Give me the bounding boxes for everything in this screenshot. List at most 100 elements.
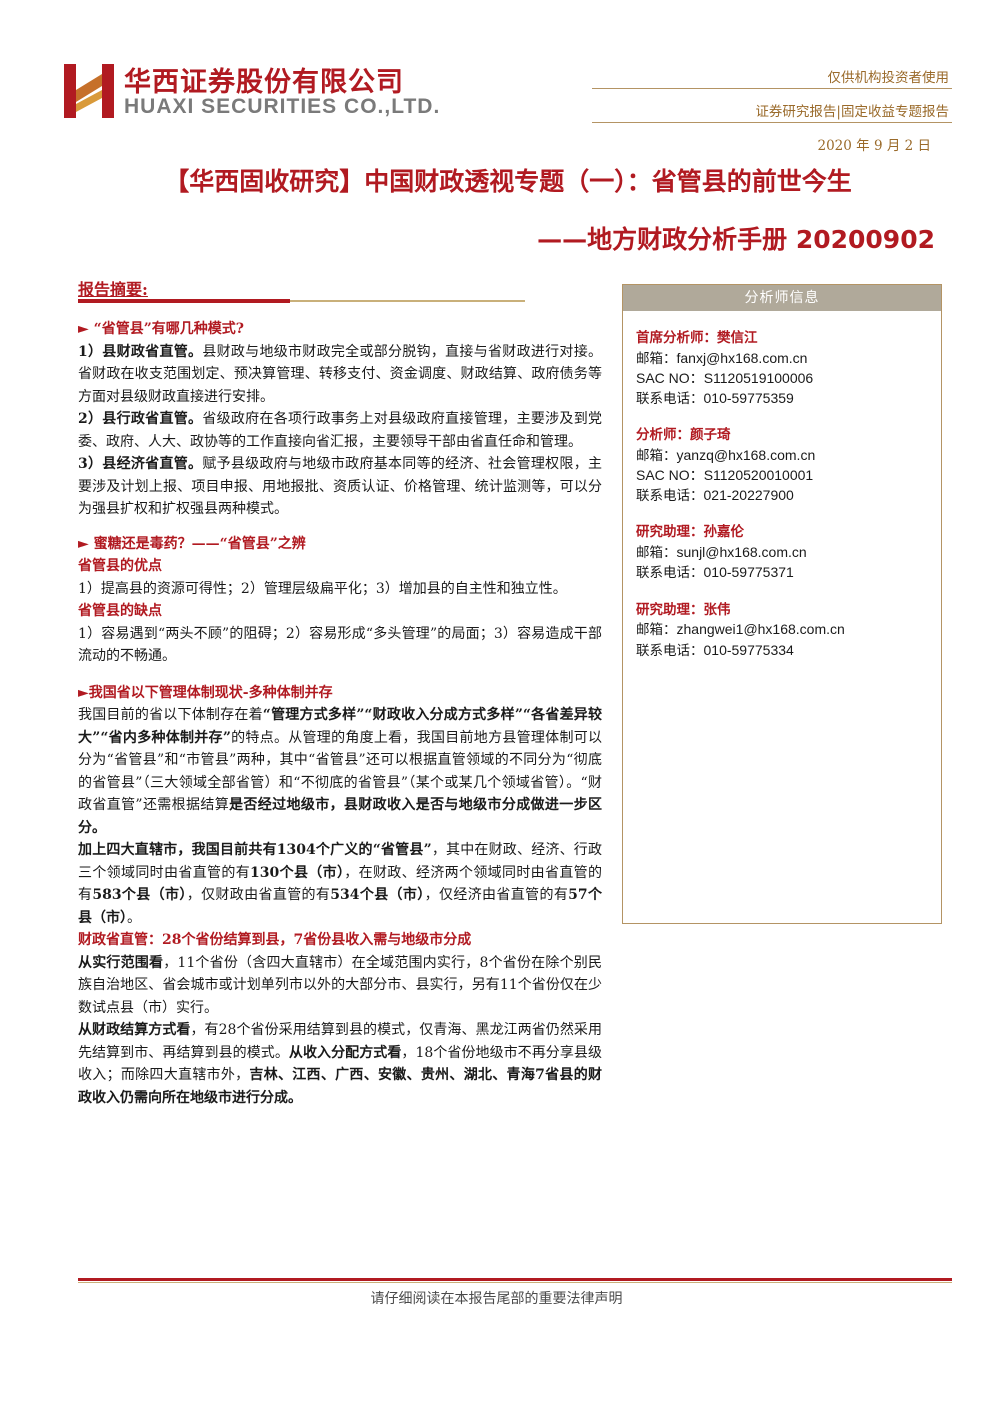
role-label: 首席分析师： (636, 330, 717, 346)
analyst-card: 研究助理：张伟 邮箱：zhangwei1@hx168.com.cn 联系电话：0… (636, 601, 941, 662)
text-run-bold: 130个县（市） (250, 864, 345, 881)
section-heading-status: ►我国省以下管理体制现状-多种体制并存 (78, 684, 333, 701)
email-value: zhangwei1@hx168.com.cn (676, 621, 845, 637)
text-run-bold: 583个县（市） (92, 887, 187, 903)
text-run: ，其中在财政、经济、行政三个领域同时由省直管的有 (78, 842, 602, 881)
text-run-bold: 57个县（市） (78, 887, 603, 926)
analyst-list: 首席分析师：樊信江 邮箱：fanxj@hx168.com.cn SAC NO：S… (623, 311, 941, 661)
phone-value: 010-59775359 (703, 389, 794, 406)
text-run: ，有28个省份采用结算到县的模式，仅青海、黑龙江两省仍然采用先结算到市、再结算到… (78, 1022, 602, 1061)
mode-2-lead: 2）县行政省直管。 (78, 411, 203, 427)
mode-2-text: 省级政府在各项行政事务上对县级政府直接管理，主要涉及到党委、政府、人大、政协等的… (78, 411, 602, 450)
email-label: 邮箱： (636, 544, 677, 561)
huaxi-logo-icon (64, 64, 114, 118)
text-run-bold: 加上四大直辖市，我国目前共有1304个广义的“省管县” (78, 842, 432, 858)
company-name-cn: 华西证券股份有限公司 (124, 67, 404, 98)
company-name-en: HUAXI SECURITIES CO.,LTD. (124, 95, 441, 118)
text-run: 我国目前的省以下体制存在着 (78, 707, 263, 723)
analyst-info-panel: 分析师信息 首席分析师：樊信江 邮箱：fanxj@hx168.com.cn SA… (622, 284, 942, 924)
role-label: 分析师： (636, 427, 690, 443)
analyst-email: 邮箱：fanxj@hx168.com.cn (636, 349, 941, 370)
email-label: 邮箱： (636, 350, 677, 367)
sac-label: SAC NO： (636, 467, 704, 483)
text-run: 的特点。从管理的角度上看，我国目前地方县管理体制可以分为“省管县”和“市管县”两… (78, 729, 602, 814)
analyst-role: 分析师：颜子琦 (636, 426, 941, 446)
mode-1-text: 县财政与地级市财政完全或部分脱钩，直接与省财政进行对接。省财政在收支范围划定、预… (78, 343, 602, 405)
analyst-sac: SAC NO：S1120519100006 (636, 369, 941, 389)
report-type: 证券研究报告|固定收益专题报告 (755, 104, 949, 120)
analyst-email: 邮箱：yanzq@hx168.com.cn (636, 446, 941, 467)
paragraph-status-3: 财政省直管：28个省份结算到县，7省份县收入需与地级市分成 (78, 932, 472, 948)
text-run: ，仅经济由省直管的有 (424, 887, 569, 903)
analyst-role: 研究助理：孙嘉伦 (636, 523, 941, 543)
mode-3-lead: 3）县经济省直管。 (78, 456, 203, 472)
phone-label: 联系电话： (636, 565, 704, 581)
sac-value: S1120520010001 (703, 467, 814, 483)
text-run-bold: 是否经过地级市，县财政收入是否与地级市分成做进一步区分。 (78, 797, 602, 836)
analyst-sac: SAC NO：S1120520010001 (636, 466, 941, 486)
text-run: ，在财政、经济两个领域同时由省直管的有 (78, 864, 603, 904)
paragraph-mode-3: 3）县经济省直管。赋予县级政府与地级市政府基本同等的经济、社会管理权限，主要涉及… (78, 453, 602, 521)
role-label: 研究助理： (636, 524, 704, 540)
text-run: ，仅财政由省直管的有 (186, 887, 331, 903)
report-subtitle: ——地方财政分析手册 20200902 (537, 225, 935, 254)
paragraph-status-5: 从财政结算方式看，有28个省份采用结算到县的模式，仅青海、黑龙江两省仍然采用先结… (78, 1019, 602, 1109)
section-heading-modes: ► “省管县”有哪几种模式? (78, 321, 244, 337)
phone-label: 联系电话： (636, 642, 704, 659)
role-label: 研究助理： (636, 601, 704, 618)
analyst-role: 研究助理：张伟 (636, 601, 941, 621)
legal-notice: 请仔细阅读在本报告尾部的重要法律声明 (370, 1291, 623, 1307)
text-run: ，18个省份地级市不再分享县级收入；而除四大直辖市外， (78, 1044, 602, 1084)
analyst-email: 邮箱：sunjl@hx168.com.cn (636, 543, 941, 564)
pros-title: 省管县的优点 (78, 558, 162, 574)
text-run: 。 (127, 909, 141, 926)
paragraph-status-4: 从实行范围看，11个省份（含四大直辖市）在全域范围内实行，8个省份在除个别民族自… (78, 952, 602, 1020)
header-rule (592, 122, 952, 123)
phone-label: 联系电话： (636, 390, 704, 407)
mode-1-lead: 1）县财政省直管。 (78, 343, 203, 360)
audience-note: 仅供机构投资者使用 (827, 70, 950, 86)
paragraph-mode-1: 1）县财政省直管。县财政与地级市财政完全或部分脱钩，直接与省财政进行对接。省财政… (78, 341, 602, 409)
analyst-name: 樊信江 (717, 330, 758, 346)
spacer (78, 668, 602, 682)
sac-value: S1120519100006 (703, 370, 814, 386)
analyst-card: 首席分析师：樊信江 邮箱：fanxj@hx168.com.cn SAC NO：S… (636, 329, 941, 409)
analyst-phone: 联系电话：010-59775371 (636, 563, 941, 584)
email-label: 邮箱： (636, 447, 677, 464)
section-heading-debate: ► 蜜糖还是毒药？——“省管县”之辨 (78, 535, 306, 552)
email-value: yanzq@hx168.com.cn (676, 446, 816, 463)
summary-underline-gold (290, 300, 525, 302)
phone-value: 010-59775334 (703, 641, 794, 658)
sac-label: SAC NO： (636, 370, 704, 386)
email-value: sunjl@hx168.com.cn (676, 543, 807, 560)
report-date: 2020 年 9 月 2 日 (817, 138, 932, 154)
email-label: 邮箱： (636, 622, 677, 638)
text-run-bold: 534个县（市） (330, 887, 425, 903)
header-rule (592, 88, 952, 89)
spacer (78, 521, 602, 533)
analyst-name: 孙嘉伦 (703, 524, 745, 540)
pros-text: 1）提高县的资源可得性；2）管理层级扁平化；3）增加县的自主性和独立性。 (78, 580, 567, 597)
text-run-bold: 从收入分配方式看 (288, 1044, 402, 1061)
analyst-info-header: 分析师信息 (623, 285, 941, 311)
analyst-role: 首席分析师：樊信江 (636, 329, 941, 349)
analyst-card: 研究助理：孙嘉伦 邮箱：sunjl@hx168.com.cn 联系电话：010-… (636, 523, 941, 584)
analyst-phone: 联系电话：021-20227900 (636, 486, 941, 507)
paragraph-status-2: 加上四大直辖市，我国目前共有1304个广义的“省管县”，其中在财政、经济、行政三… (78, 839, 602, 929)
analyst-phone: 联系电话：010-59775359 (636, 389, 941, 410)
phone-value: 010-59775371 (703, 564, 794, 580)
text-run-bold: 从实行范围看 (78, 954, 164, 971)
footer-rule-gold (78, 1282, 952, 1283)
summary-label: 报告摘要: (78, 280, 148, 299)
paragraph-mode-2: 2）县行政省直管。省级政府在各项行政事务上对县级政府直接管理，主要涉及到党委、政… (78, 408, 602, 453)
footer-rule-red (78, 1278, 952, 1281)
analyst-email: 邮箱：zhangwei1@hx168.com.cn (636, 620, 941, 641)
text-run-bold: “管理方式多样”“财政收入分成方式多样”“各省差异较大”“省内多种体制并存” (78, 707, 603, 746)
analyst-phone: 联系电话：010-59775334 (636, 641, 941, 662)
phone-label: 联系电话： (636, 487, 704, 504)
summary-body: ► “省管县”有哪几种模式? 1）县财政省直管。县财政与地级市财政完全或部分脱钩… (78, 318, 602, 1109)
summary-underline-red (78, 299, 290, 303)
text-run-bold: 从财政结算方式看 (78, 1022, 191, 1038)
cons-title: 省管县的缺点 (78, 603, 162, 619)
paragraph-status-1: 我国目前的省以下体制存在着“管理方式多样”“财政收入分成方式多样”“各省差异较大… (78, 704, 602, 839)
